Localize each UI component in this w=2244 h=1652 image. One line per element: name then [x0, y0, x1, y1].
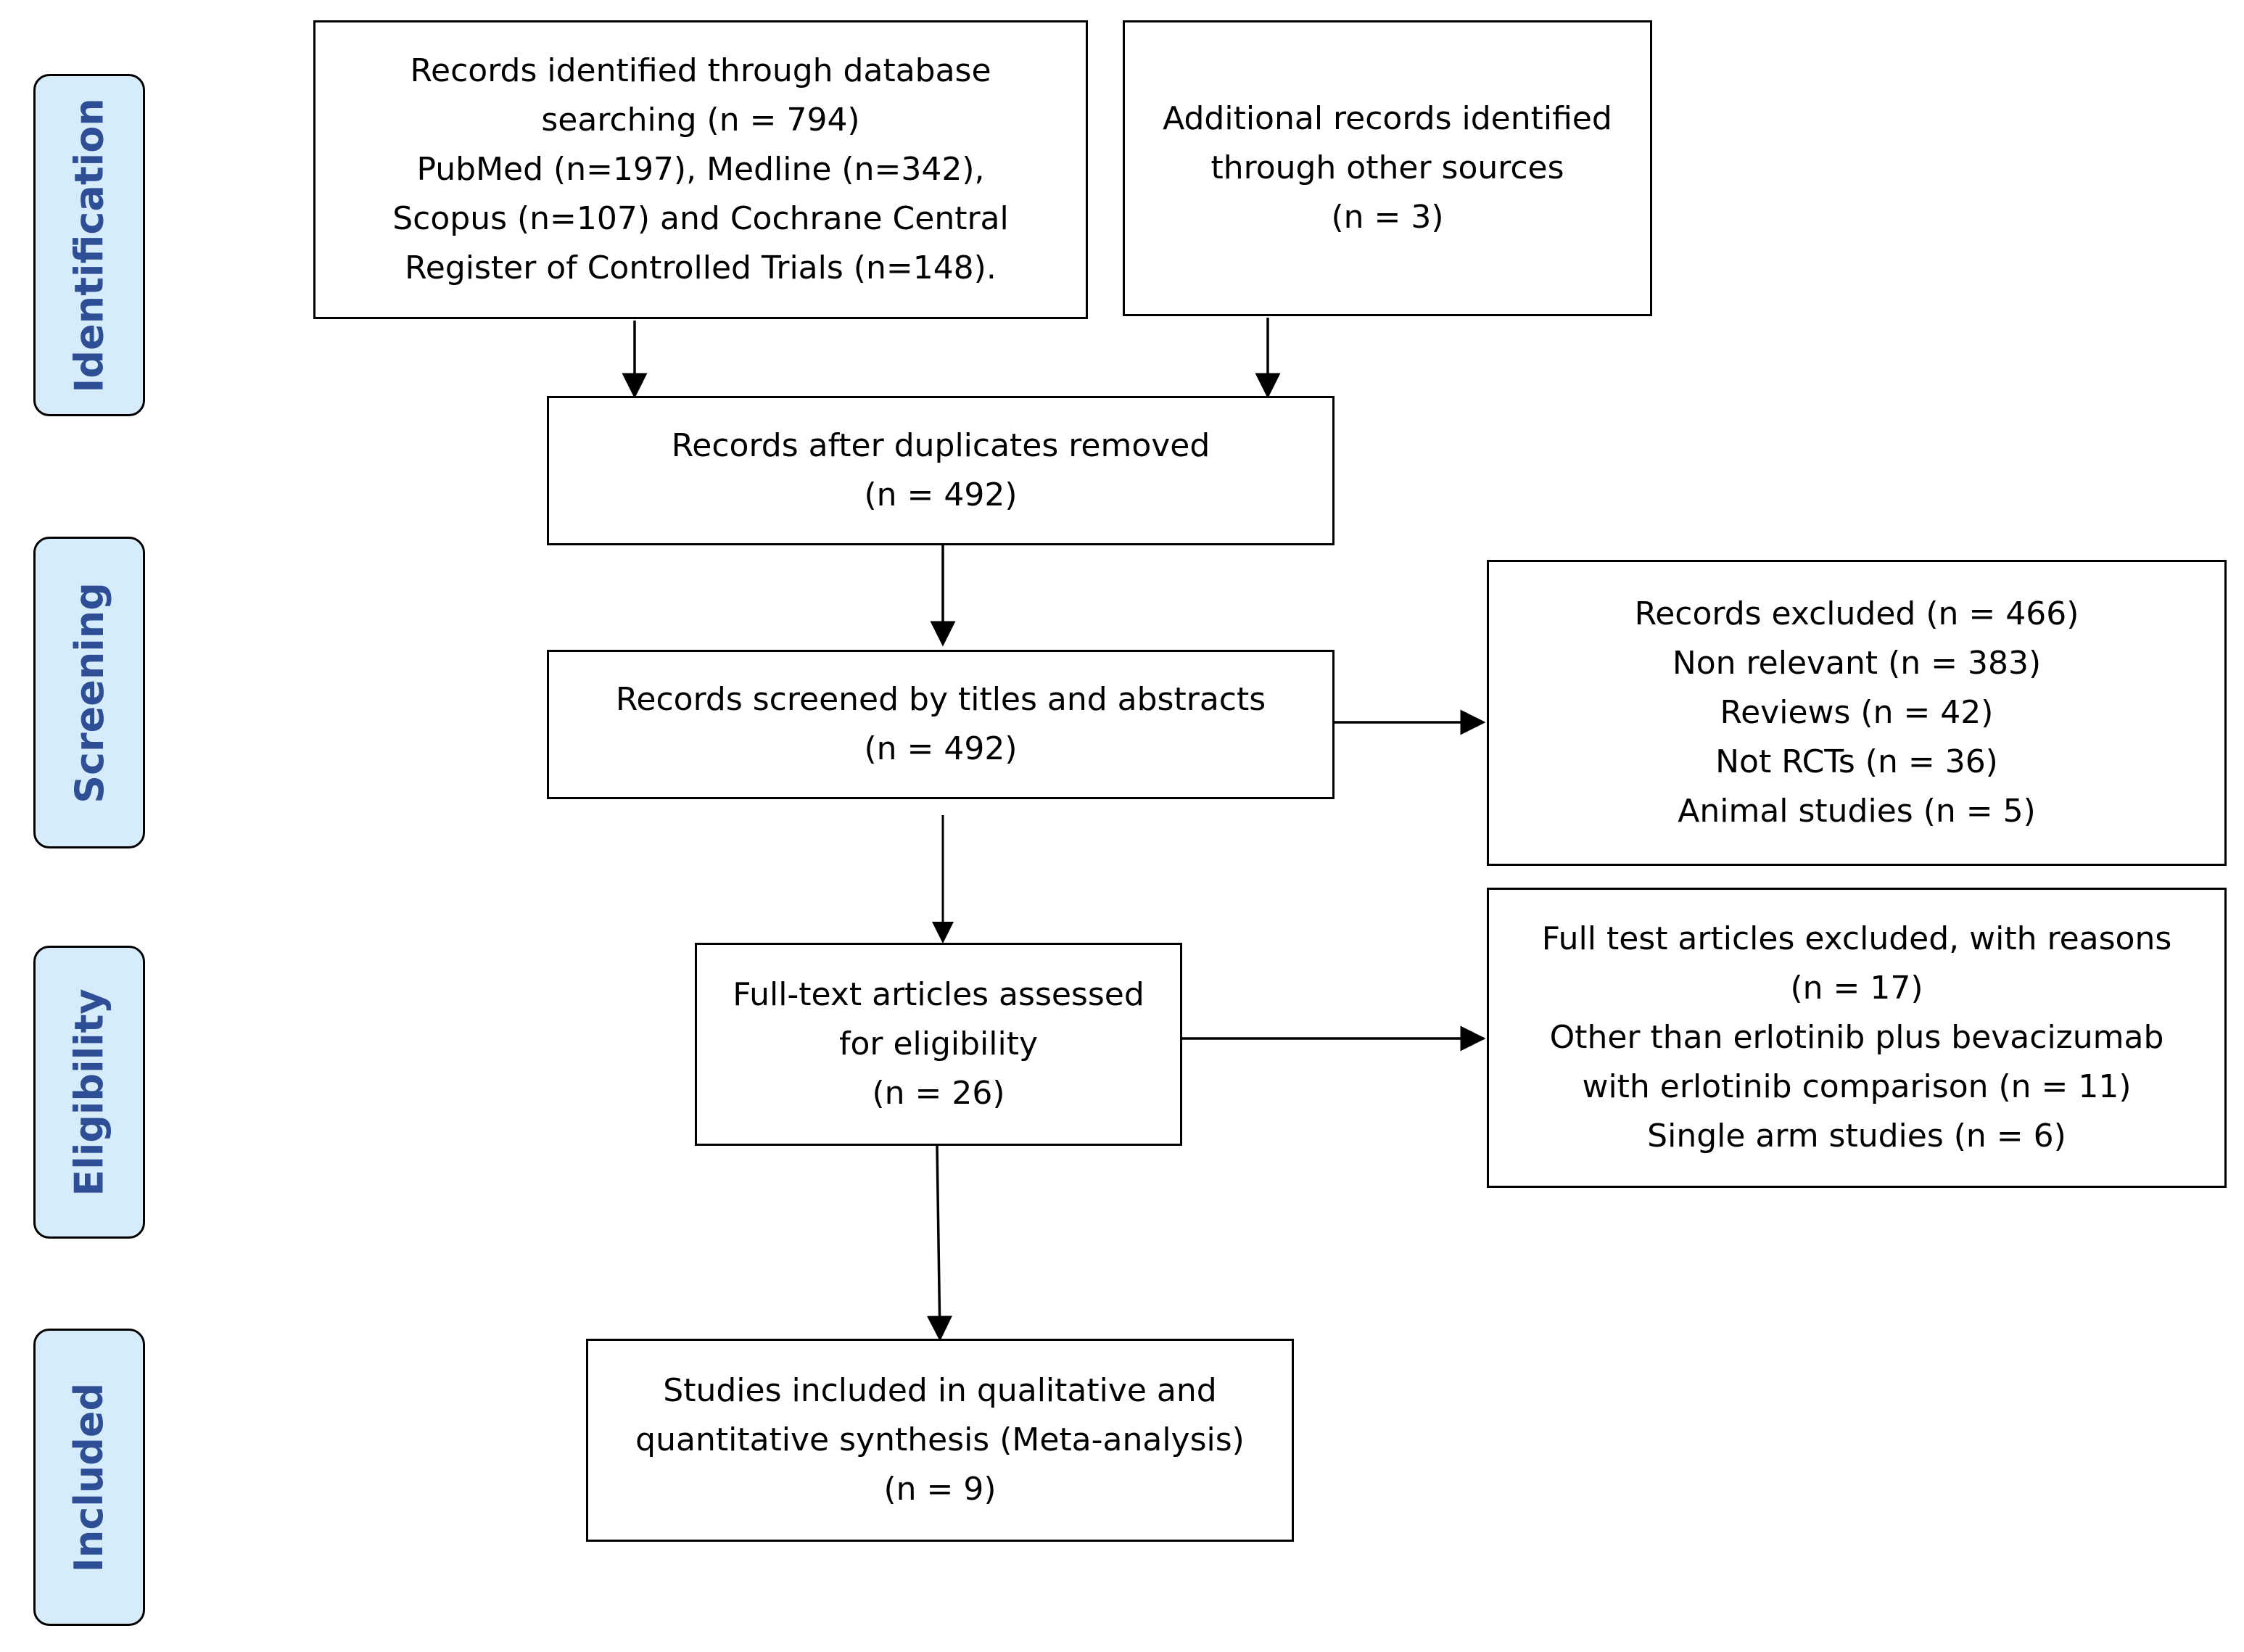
box-text-line: Studies included in qualitative and	[663, 1372, 1217, 1409]
box-text-line: Not RCTs (n = 36)	[1715, 743, 1998, 780]
box-text-line: through other sources	[1210, 149, 1564, 186]
box-text-line: (n = 3)	[1331, 199, 1444, 236]
box-records-excluded: Records excluded (n = 466) Non relevant …	[1487, 560, 2227, 866]
box-text-line: Records after duplicates removed	[671, 427, 1210, 464]
box-text-line: (n = 492)	[864, 476, 1018, 513]
box-text-line: quantitative synthesis (Meta-analysis)	[635, 1421, 1245, 1458]
arrow-full-text-to-included	[927, 1145, 953, 1342]
box-full-text-excluded: Full test articles excluded, with reason…	[1487, 888, 2227, 1188]
phase-label-eligibility-text: Eligibility	[66, 988, 112, 1197]
box-text-line: Reviews (n = 42)	[1720, 694, 1994, 731]
box-text-line: Records excluded (n = 466)	[1634, 595, 2079, 632]
phase-label-identification: Identification	[33, 74, 145, 416]
phase-label-screening-text: Screening	[66, 582, 112, 804]
box-text-line: (n = 26)	[872, 1075, 1005, 1112]
box-text-line: Single arm studies (n = 6)	[1647, 1118, 2066, 1155]
box-text-line: Additional records identified	[1163, 100, 1612, 137]
box-records-screened: Records screened by titles and abstracts…	[547, 650, 1335, 799]
box-text-line: Scopus (n=107) and Cochrane Central	[392, 200, 1009, 237]
box-database-records: Records identified through database sear…	[313, 20, 1088, 319]
phase-label-included: Included	[33, 1329, 145, 1626]
box-text-line: Other than erlotinib plus bevacizumab	[1549, 1019, 2164, 1056]
box-text-line: Full test articles excluded, with reason…	[1541, 920, 2172, 957]
box-other-sources: Additional records identified through ot…	[1123, 20, 1652, 316]
phase-label-identification-text: Identification	[66, 97, 112, 393]
phase-label-screening: Screening	[33, 537, 145, 848]
box-text-line: Full-text articles assessed	[733, 976, 1144, 1013]
box-full-text-assessed: Full-text articles assessed for eligibil…	[695, 943, 1182, 1146]
box-text-line: (n = 9)	[883, 1471, 997, 1508]
box-text-line: Register of Controlled Trials (n=148).	[405, 249, 997, 286]
box-text-line: (n = 492)	[864, 730, 1018, 767]
box-text-line: with erlotinib comparison (n = 11)	[1582, 1068, 2132, 1105]
box-text-line: Non relevant (n = 383)	[1672, 645, 2042, 682]
box-studies-included: Studies included in qualitative and quan…	[586, 1339, 1294, 1542]
phase-label-included-text: Included	[66, 1382, 112, 1572]
phase-label-eligibility: Eligibility	[33, 946, 145, 1239]
box-text-line: Records screened by titles and abstracts	[615, 681, 1266, 718]
box-text-line: searching (n = 794)	[541, 102, 860, 139]
box-text-line: PubMed (n=197), Medline (n=342),	[416, 151, 985, 188]
box-duplicates-removed: Records after duplicates removed (n = 49…	[547, 396, 1335, 545]
box-text-line: Records identified through database	[410, 52, 991, 89]
box-text-line: Animal studies (n = 5)	[1678, 793, 2036, 830]
box-text-line: for eligibility	[838, 1025, 1039, 1062]
box-text-line: (n = 17)	[1790, 970, 1923, 1007]
